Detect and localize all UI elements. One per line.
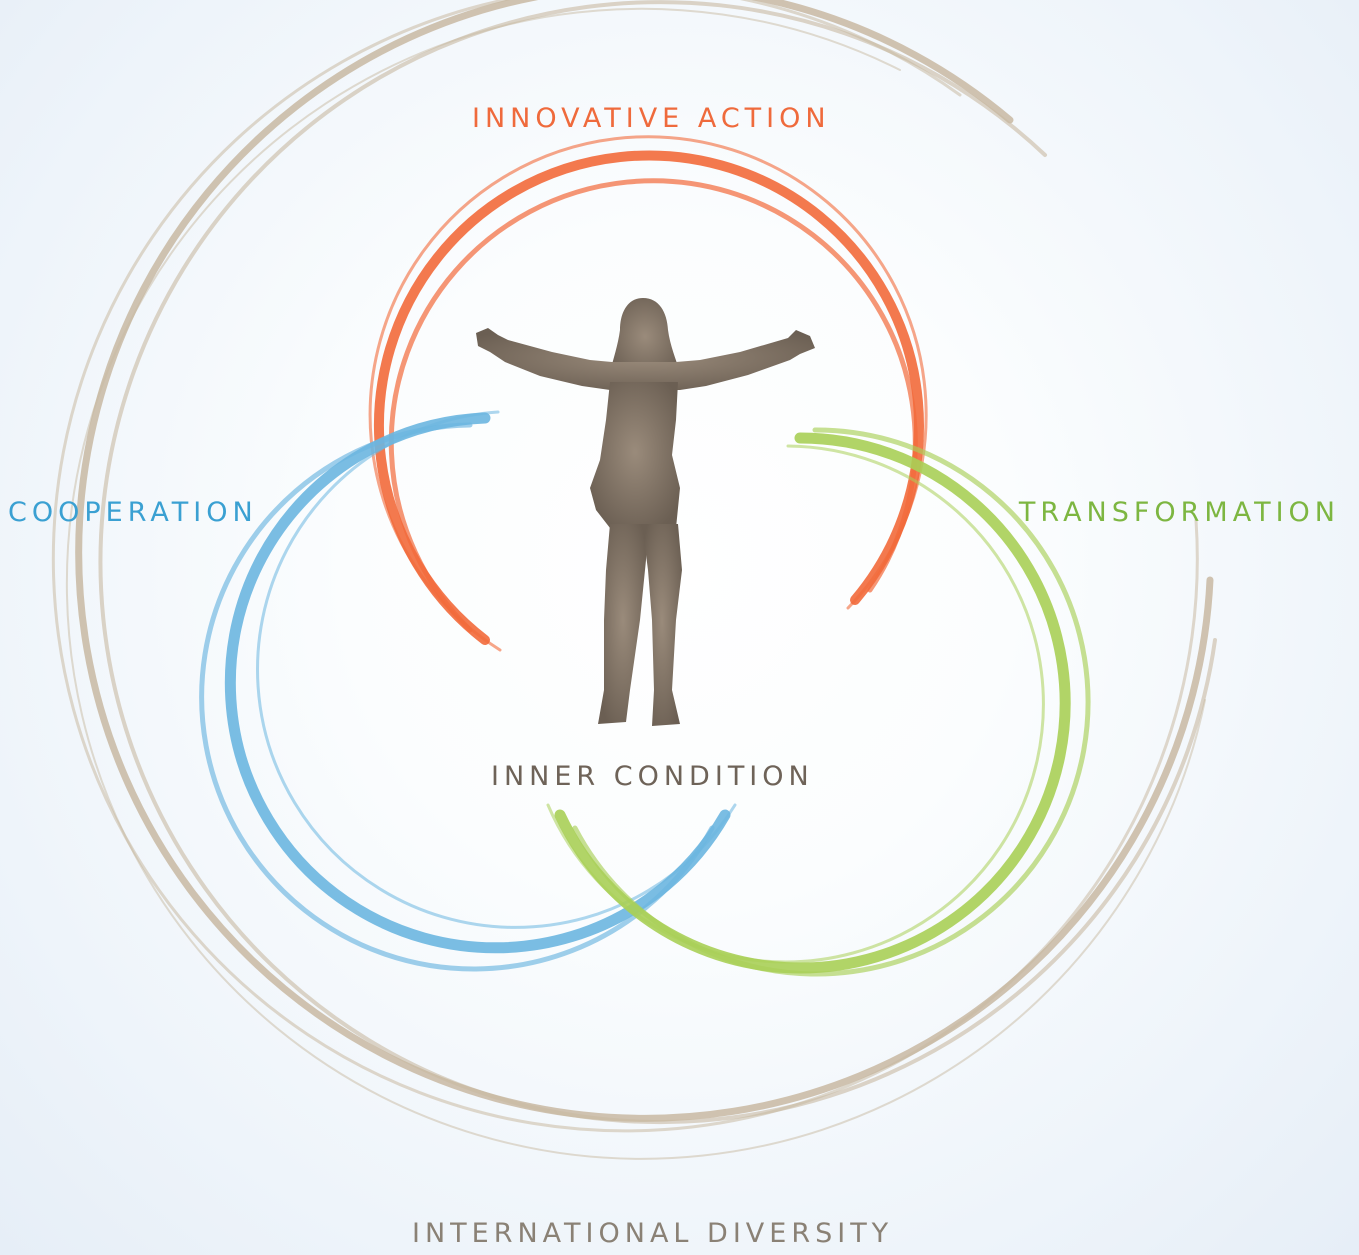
international-diversity-label: INTERNATIONAL DIVERSITY [412,1218,893,1249]
transformation-ring [546,427,1091,977]
person-arms-outstretched-silhouette-icon [476,298,815,726]
cooperation-ring [199,410,737,972]
transformation-label: TRANSFORMATION [1018,497,1340,528]
outer-ring [51,0,1217,1160]
inner-condition-label: INNER CONDITION [491,761,814,792]
cooperation-label: COOPERATION [8,497,258,528]
innovative-action-label: INNOVATIVE ACTION [472,103,831,134]
innovative-action-ring [368,135,928,652]
